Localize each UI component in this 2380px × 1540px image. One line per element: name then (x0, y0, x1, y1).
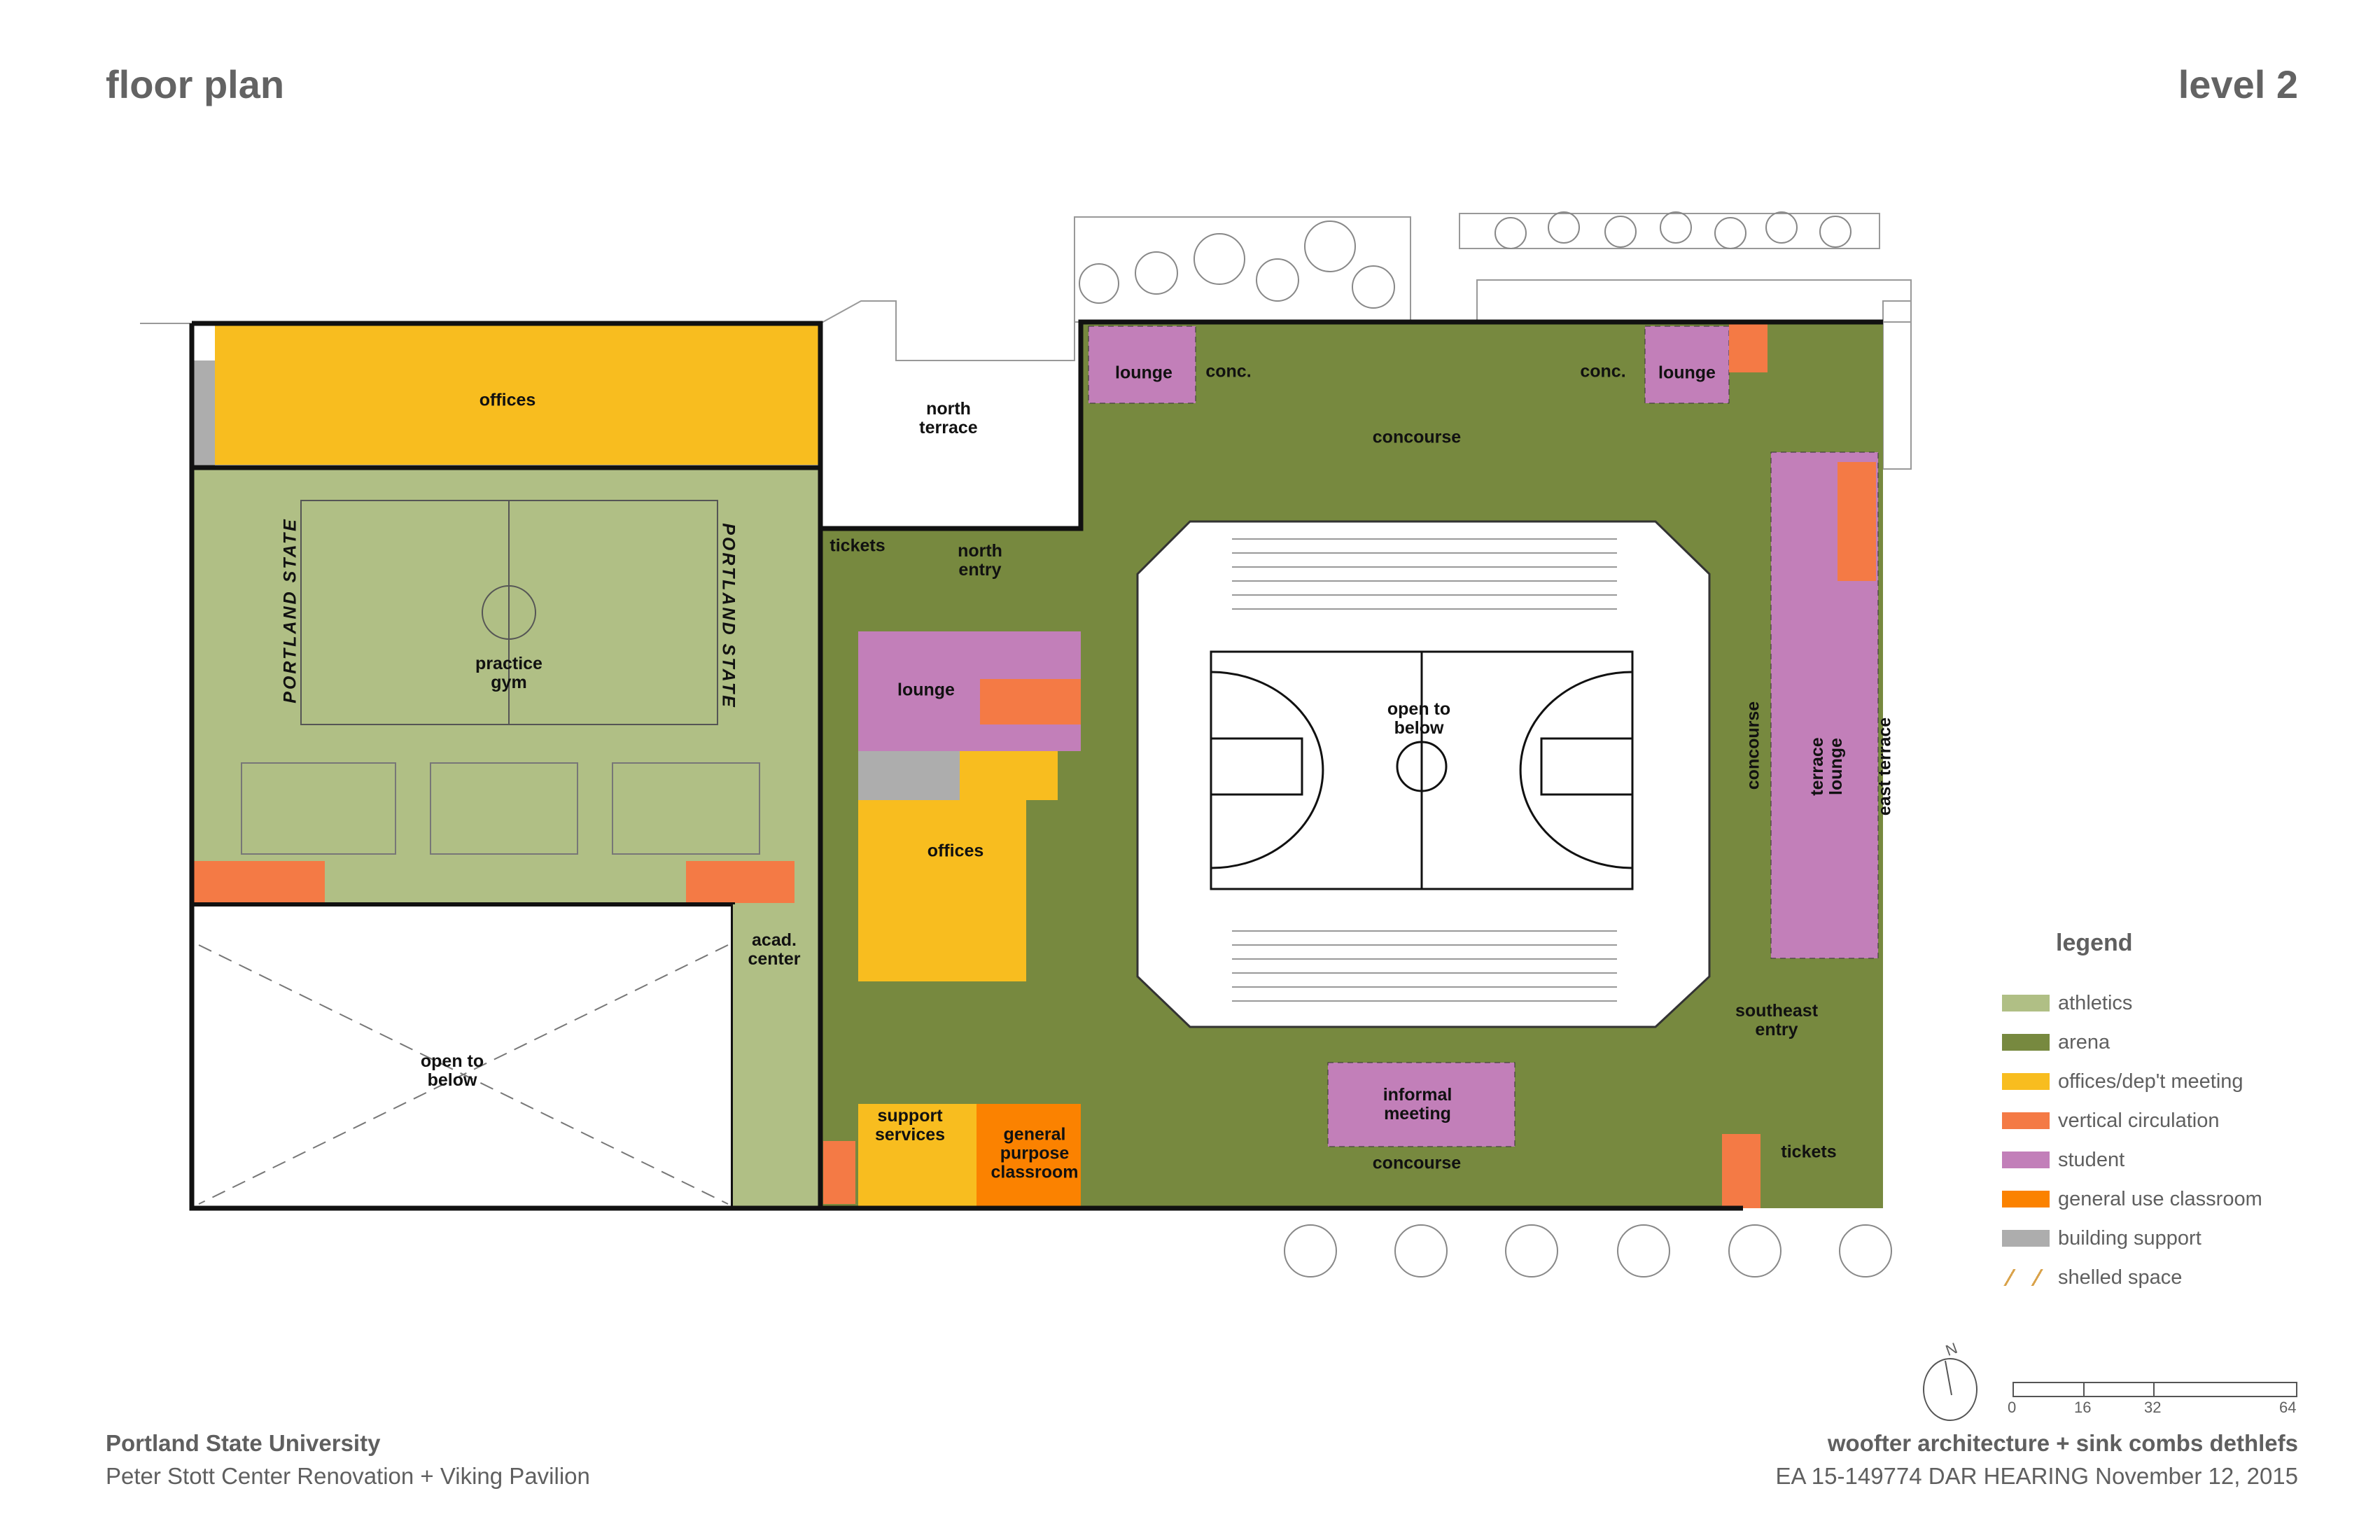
footer-project: Peter Stott Center Renovation + Viking P… (106, 1463, 590, 1489)
room-label-portland-state-right: PORTLAND STATE (718, 523, 738, 709)
swatch (2002, 995, 2050, 1011)
legend-label: building support (2058, 1226, 2202, 1250)
informal-meeting-area (1327, 1062, 1516, 1147)
lounge-ne-area (1644, 326, 1730, 404)
room-label-southeast-entry: southeast entry (1735, 1001, 1819, 1040)
legend-item-vertical-circulation: vertical circulation (2002, 1109, 2220, 1132)
scale-tick: 32 (2144, 1399, 2162, 1416)
swatch (2002, 1191, 2050, 1208)
room-label-conc-nw: conc. (1205, 361, 1252, 382)
legend-label: athletics (2058, 991, 2133, 1014)
swatch (2002, 1152, 2050, 1168)
room-label-offices-center: offices (927, 841, 984, 861)
legend-label: vertical circulation (2058, 1109, 2220, 1132)
legend-item-building-support: building support (2002, 1226, 2202, 1250)
seating-rows (1232, 538, 1617, 1002)
room-label-lounge-center: lounge (897, 680, 955, 700)
room-label-open-to-below-west: open to below (420, 1051, 484, 1090)
room-label-east-terrace: east terrace (1875, 717, 1895, 816)
footer-firms: woofter architecture + sink combs dethle… (1827, 1430, 2298, 1456)
room-label-terrace-lounge: terrace lounge (1807, 737, 1846, 796)
lounge-nw-area (1088, 326, 1196, 404)
swatch (2002, 1112, 2050, 1129)
room-label-concourse-north: concourse (1372, 427, 1462, 447)
legend-item-shelled-space: shelled space (2002, 1266, 2183, 1289)
support-services-area (858, 1104, 976, 1208)
level-label: level 2 (2178, 62, 2298, 106)
swatch (2002, 1073, 2050, 1090)
room-label-practice-gym: practice gym (475, 654, 542, 692)
swatch (2002, 1230, 2050, 1247)
stair-west (192, 861, 325, 903)
room-label-conc-ne: conc. (1580, 361, 1626, 382)
offices-center-area (858, 800, 1026, 981)
scale-tick: 64 (2279, 1399, 2297, 1416)
legend-title: legend (2056, 930, 2133, 956)
classroom-area (976, 1104, 1093, 1208)
room-label-offices-north: offices (479, 390, 536, 410)
exterior-walls (189, 319, 1883, 1211)
hatch-swatch (2002, 1269, 2050, 1286)
room-label-tickets-southeast: tickets (1781, 1142, 1837, 1162)
stair-gym-east (686, 861, 794, 903)
legend-item-classroom: general use classroom (2002, 1187, 2262, 1210)
legend-label: offices/dep't meeting (2058, 1070, 2244, 1093)
footer-hearing: EA 15-149774 DAR HEARING November 12, 20… (1775, 1463, 2298, 1489)
room-label-tickets-north: tickets (830, 536, 886, 556)
acad-center-area (733, 904, 820, 1208)
north-arrow-icon (1923, 1358, 1977, 1421)
legend-label: shelled space (2058, 1266, 2183, 1289)
legend-label: arena (2058, 1030, 2110, 1054)
footer-org: Portland State University (106, 1430, 381, 1456)
swatch (2002, 1034, 2050, 1051)
room-label-general-purpose-classroom: general purpose classroom (990, 1124, 1079, 1182)
scale-tick: 0 (2008, 1399, 2017, 1416)
room-label-informal-meeting: informal meeting (1382, 1085, 1452, 1124)
room-label-portland-state-left: PORTLAND STATE (280, 517, 300, 704)
room-label-lounge-ne: lounge (1658, 363, 1716, 383)
room-label-open-to-below-court: open to below (1387, 699, 1451, 738)
arena-bowl (1136, 520, 1711, 1028)
legend-label: general use classroom (2058, 1187, 2262, 1210)
basketball-court (1210, 650, 1634, 890)
legend-item-athletics: athletics (2002, 991, 2133, 1014)
legend-item-student: student (2002, 1148, 2125, 1171)
scale-bar (2012, 1382, 2297, 1397)
page-title: floor plan (106, 62, 285, 106)
room-label-north-terrace: north terrace (919, 399, 978, 438)
room-label-acad-center: acad. center (748, 930, 801, 969)
practice-gym-area (192, 468, 820, 858)
planter-circles (1079, 211, 1851, 309)
room-label-north-entry: north entry (958, 541, 1002, 580)
scale-tick: 16 (2074, 1399, 2092, 1416)
room-label-concourse-south: concourse (1372, 1153, 1462, 1173)
legend-label: student (2058, 1148, 2125, 1171)
bleachers-gym (241, 762, 760, 855)
support-closet (192, 360, 215, 465)
legend-item-offices: offices/dep't meeting (2002, 1070, 2244, 1093)
room-label-support-services: support services (874, 1106, 946, 1144)
legend-item-arena: arena (2002, 1030, 2110, 1054)
room-label-concourse-east: concourse (1743, 701, 1763, 790)
south-columns (1284, 1224, 1892, 1278)
room-label-lounge-nw: lounge (1115, 363, 1172, 383)
north-offices-area (215, 325, 820, 465)
